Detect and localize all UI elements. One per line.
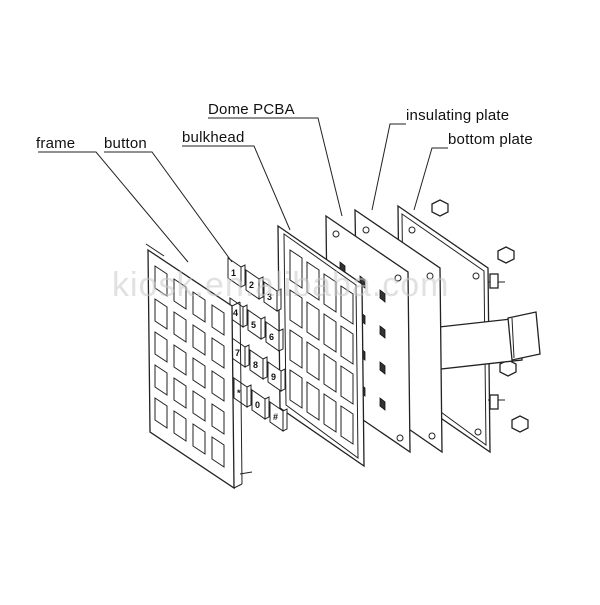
label-insulating-plate: insulating plate (406, 107, 510, 124)
frame-opening (154, 265, 168, 297)
keypad-button: 6 (265, 321, 284, 352)
button-glyph: 9 (271, 372, 276, 382)
leader-lines (38, 117, 448, 263)
frame-opening (154, 397, 168, 429)
button-glyph: 8 (253, 360, 258, 370)
keypad-button: 2 (245, 269, 264, 300)
bulkhead-opening (306, 381, 320, 421)
frame-opening (173, 311, 187, 343)
bulkhead-opening (289, 369, 303, 409)
frame-opening (173, 278, 187, 310)
keypad-button: # (269, 401, 288, 432)
keypad-button: 3 (263, 281, 282, 312)
button-glyph: 4 (233, 308, 238, 318)
bulkhead-opening (289, 289, 303, 329)
keypad-button: 8 (249, 349, 268, 380)
frame-opening (192, 390, 206, 422)
dome-contact (379, 325, 386, 339)
frame-opening (173, 410, 187, 442)
frame-opening (173, 344, 187, 376)
bulkhead-opening (340, 365, 354, 405)
bulkhead-opening (340, 405, 354, 445)
dome-contact (379, 397, 386, 411)
frame-opening (154, 331, 168, 363)
bulkhead-opening (323, 273, 337, 313)
frame-opening (211, 337, 225, 369)
label-dome-pcba: Dome PCBA (208, 101, 295, 118)
button-glyph: 2 (249, 280, 254, 290)
bulkhead-opening (323, 393, 337, 433)
keypad-button: 5 (247, 309, 266, 340)
button-glyph: 7 (235, 348, 240, 358)
button-glyph: 3 (267, 292, 272, 302)
button-glyph: 0 (255, 400, 260, 410)
dome-contact (379, 361, 386, 375)
watermark: kiosk.en.alibaba.com (112, 266, 450, 304)
button-glyph: 1 (231, 268, 236, 278)
label-bulkhead: bulkhead (182, 129, 245, 146)
bulkhead-opening (323, 313, 337, 353)
bulkhead-opening (340, 285, 354, 325)
label-button: button (104, 135, 147, 152)
bulkhead-opening (323, 353, 337, 393)
frame-opening (173, 377, 187, 409)
bulkhead (277, 224, 365, 468)
frame-opening (192, 423, 206, 455)
button-glyph: # (273, 412, 278, 422)
button-glyph: 5 (251, 320, 256, 330)
bulkhead-opening (289, 249, 303, 289)
keypad-button: 1 (227, 257, 246, 288)
frame-opening (192, 324, 206, 356)
dome-contact (379, 289, 386, 303)
keypad-button: 9 (267, 361, 286, 392)
label-frame: frame (36, 135, 76, 152)
frame-opening (154, 364, 168, 396)
bulkhead-opening (306, 301, 320, 341)
standoffs-and-nuts (431, 199, 529, 433)
frame-opening (192, 291, 206, 323)
frame (145, 243, 253, 490)
keypad-button: 0 (251, 389, 270, 420)
frame-opening (192, 357, 206, 389)
label-bottom-plate: bottom plate (448, 131, 533, 148)
frame-opening (154, 298, 168, 330)
bulkhead-opening (289, 329, 303, 369)
frame-opening (211, 403, 225, 435)
frame-opening (211, 436, 225, 468)
button-glyph: 6 (269, 332, 274, 342)
frame-opening (211, 370, 225, 402)
bulkhead-opening (340, 325, 354, 365)
bulkhead-opening (306, 341, 320, 381)
bulkhead-opening (306, 261, 320, 301)
keypad-button: * (233, 377, 252, 408)
button-glyph: * (237, 388, 241, 398)
frame-opening (211, 304, 225, 336)
